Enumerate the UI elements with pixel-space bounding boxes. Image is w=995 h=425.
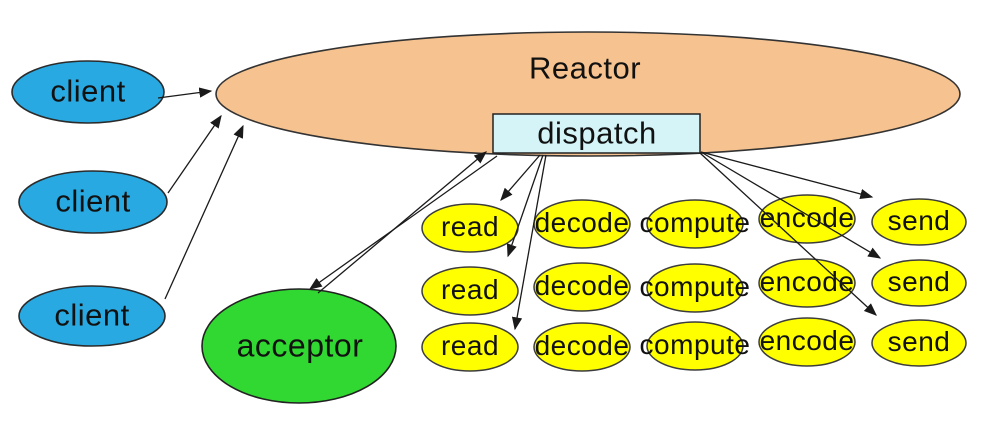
client-ellipse-2 xyxy=(18,170,168,234)
reactor-label: Reactor xyxy=(528,50,642,86)
worker-label-compute-3: compute xyxy=(639,328,751,360)
worker-label-decode-1: decode xyxy=(534,206,630,238)
client-label-1: client xyxy=(50,73,126,109)
worker-ellipse-read-3 xyxy=(421,322,519,372)
arrow-dispatch-to-read-3 xyxy=(511,154,547,331)
worker-label-send-2: send xyxy=(887,265,951,297)
arrow-dispatch-to-send-1 xyxy=(700,151,874,200)
worker-ellipse-encode-1 xyxy=(758,194,856,244)
worker-label-compute-2: compute xyxy=(639,270,751,302)
worker-label-decode-2: decode xyxy=(534,269,630,301)
acceptor-label: acceptor xyxy=(236,327,364,364)
worker-label-encode-3: encode xyxy=(759,324,855,356)
worker-label-encode-1: encode xyxy=(759,201,855,233)
client-label-3: client xyxy=(54,297,130,333)
worker-ellipse-encode-3 xyxy=(758,317,856,367)
worker-ellipse-send-3 xyxy=(871,319,967,367)
worker-label-decode-3: decode xyxy=(534,329,630,361)
arrow-client1-to-reactor xyxy=(157,87,213,99)
client-ellipse-3 xyxy=(18,285,166,347)
arrow-dispatch-to-send-3 xyxy=(699,152,877,316)
worker-ellipse-compute-1 xyxy=(646,199,744,249)
acceptor-ellipse xyxy=(201,288,397,404)
reactor-ellipse xyxy=(215,31,961,157)
arrow-client2-to-reactor xyxy=(167,114,222,194)
worker-ellipse-send-1 xyxy=(871,198,967,246)
arrow-dispatch-to-acceptor xyxy=(308,155,498,290)
worker-ellipse-decode-3 xyxy=(533,322,631,372)
dispatch-box xyxy=(492,113,701,154)
worker-label-compute-1: compute xyxy=(639,206,751,238)
dispatch-label: dispatch xyxy=(537,115,657,151)
arrow-acceptor-to-dispatch xyxy=(317,151,487,294)
worker-ellipse-encode-2 xyxy=(758,258,856,308)
worker-label-encode-2: encode xyxy=(759,265,855,297)
worker-ellipse-read-2 xyxy=(421,266,519,316)
arrow-client3-to-reactor xyxy=(164,124,244,300)
worker-label-send-3: send xyxy=(887,325,951,357)
arrow-dispatch-to-read-2 xyxy=(506,154,544,258)
worker-label-read-2: read xyxy=(440,273,500,305)
worker-ellipse-decode-2 xyxy=(533,262,631,312)
worker-label-read-1: read xyxy=(440,210,500,242)
client-label-2: client xyxy=(55,183,131,219)
worker-ellipse-compute-2 xyxy=(646,263,744,313)
worker-ellipse-send-2 xyxy=(871,259,967,307)
arrow-dispatch-to-send-2 xyxy=(700,151,882,259)
arrow-dispatch-to-read-1 xyxy=(500,154,541,201)
worker-ellipse-compute-3 xyxy=(646,321,744,371)
worker-label-send-1: send xyxy=(887,204,951,236)
client-ellipse-1 xyxy=(11,60,165,124)
worker-label-read-3: read xyxy=(440,329,500,361)
